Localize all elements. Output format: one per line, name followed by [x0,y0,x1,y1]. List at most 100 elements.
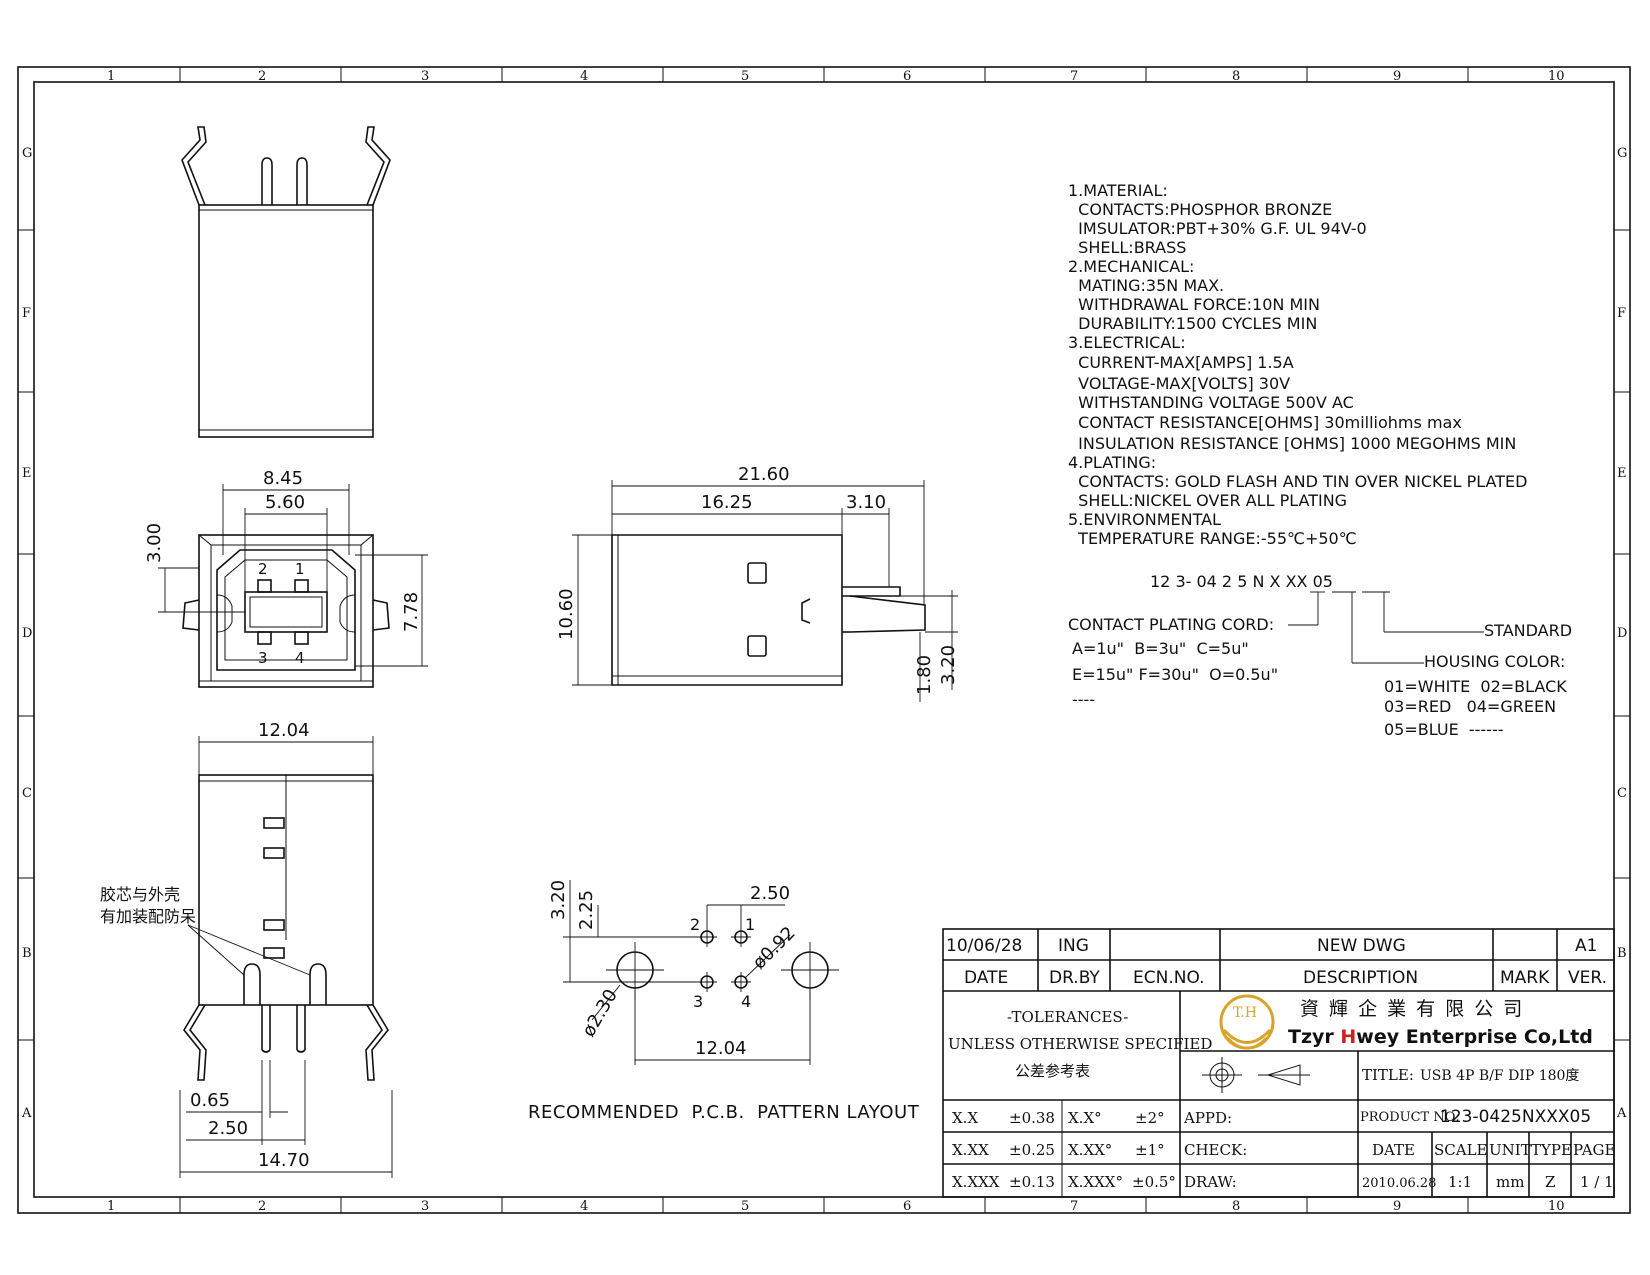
zone-col-5-bottom: 5 [741,1199,749,1214]
col-header-page: PAGE [1573,1141,1615,1159]
tol-row-2-angle-value: ±1° [1135,1141,1165,1159]
pcb-pin-3: 3 [693,992,703,1011]
dim-7-78: 7.78 [401,592,422,632]
zone-row-g: G [22,146,32,161]
company-logo: T.H [1219,994,1275,1050]
note-line-17: SHELL:NICKEL OVER ALL PLATING [1068,491,1347,510]
dim-5-60: 5.60 [265,492,305,513]
title-block: 10/06/28 ING NEW DWG A1 DATE DR.BY ECN.N… [942,928,1615,1198]
zone-row-e: E [22,466,32,481]
dim-3-00: 3.00 [144,523,165,563]
tol-row-3-value: ±0.13 [1009,1173,1055,1191]
header-description: DESCRIPTION [1303,968,1418,988]
zone-col-2-bottom: 2 [258,1199,266,1214]
chinese-note-line-2: 有加装配防呆 [100,907,196,926]
zone-row-d-right: D [1617,626,1627,641]
zone-col-3: 3 [421,69,429,84]
zone-row-c-right: C [1617,786,1627,801]
zone-col-4-bottom: 4 [580,1199,588,1214]
company-name-en-h: H [1340,1026,1356,1048]
chinese-note-line-1: 胶芯与外壳 [100,885,180,904]
note-line-5: 2.MECHANICAL: [1068,257,1194,276]
note-line-18: 5.ENVIRONMENTAL [1068,510,1221,529]
zone-col-8-bottom: 8 [1232,1199,1240,1214]
title-label: TITLE: [1362,1066,1414,1084]
value-unit: mm [1496,1173,1524,1191]
housing-colors-3: 05=BLUE ------ [1384,720,1504,739]
dim-pcb-2-50: 2.50 [750,883,790,904]
approved-label: APPD: [1183,1109,1232,1127]
zone-col-6-bottom: 6 [903,1199,911,1214]
rev-date: 10/06/28 [946,936,1022,956]
zone-row-d: D [22,626,32,641]
zone-row-f-right: F [1617,306,1626,321]
bottom-view: 12.04 0.65 2.50 14.70 胶芯与外壳 有加装配防呆 [100,720,393,1178]
zone-row-a: A [21,1106,32,1121]
zone-row-b-right: B [1617,946,1627,961]
dim-pcb-3-20: 3.20 [548,880,569,920]
dim-0-65: 0.65 [190,1090,230,1111]
note-line-11: VOLTAGE-MAX[VOLTS] 30V [1068,374,1290,393]
dim-21-60: 21.60 [738,464,790,485]
note-line-13: CONTACT RESISTANCE[OHMS] 30milliohms max [1068,413,1462,432]
tol-row-1-angle-value: ±2° [1135,1109,1165,1127]
note-line-4: SHELL:BRASS [1068,238,1186,257]
header-ecn: ECN.NO. [1133,968,1205,988]
dim-8-45: 8.45 [263,468,303,489]
value-scale: 1:1 [1448,1173,1472,1191]
tol-row-1-format: X.X [952,1109,978,1127]
pcb-pin-4: 4 [741,992,751,1011]
tol-row-3-angle: X.XXX° [1068,1173,1123,1191]
dim-3-20: 3.20 [938,645,959,685]
zone-row-g-right: G [1617,146,1627,161]
tolerances-cn: 公差参考表 [1015,1062,1090,1080]
top-view [181,126,391,438]
plating-dash: ---- [1072,690,1095,709]
rev-drby: ING [1058,936,1089,956]
zone-col-9: 9 [1393,69,1401,84]
zone-col-2: 2 [258,69,266,84]
header-mark: MARK [1500,968,1550,988]
housing-color-label: HOUSING COLOR: [1424,652,1565,671]
housing-colors-2: 03=RED 04=GREEN [1384,697,1556,716]
tol-row-3-angle-value: ±0.5° [1132,1173,1176,1191]
pcb-pin-1: 1 [745,915,755,934]
product-no-label: PRODUCT NO: [1360,1110,1460,1125]
company-name-cn: 資 輝 企 業 有 限 公 司 [1300,998,1524,1020]
title-value: USB 4P B/F DIP 180度 [1420,1068,1579,1084]
header-version: VER. [1568,968,1607,988]
plating-options-1: A=1u" B=3u" C=5u" [1072,639,1249,658]
zone-col-5: 5 [741,69,749,84]
zone-row-f: F [22,306,31,321]
note-line-10: CURRENT-MAX[AMPS] 1.5A [1068,353,1294,372]
zone-row-e-right: E [1617,466,1627,481]
pin-label-3: 3 [258,649,268,667]
product-no-value: 123-0425NXXX05 [1440,1107,1591,1127]
note-line-1: 1.MATERIAL: [1068,181,1168,200]
tol-row-3-format: X.XXX [952,1173,1000,1191]
note-line-15: 4.PLATING: [1068,453,1156,472]
value-page: 1 / 1 [1580,1173,1614,1191]
note-line-12: WITHSTANDING VOLTAGE 500V AC [1068,393,1354,412]
zone-col-8: 8 [1232,69,1240,84]
rev-version: A1 [1575,936,1597,956]
tol-row-2-angle: X.XX° [1068,1141,1112,1159]
note-line-19: TEMPERATURE RANGE:-55℃+50℃ [1068,529,1357,548]
value-type: Z [1545,1173,1555,1191]
zone-col-7-bottom: 7 [1070,1199,1078,1214]
dim-3-10: 3.10 [846,492,886,513]
dim-16-25: 16.25 [701,492,753,513]
note-line-8: DURABILITY:1500 CYCLES MIN [1068,314,1317,333]
dim-pcb-2-25: 2.25 [576,890,597,930]
pcb-caption: RECOMMENDED P.C.B. PATTERN LAYOUT [528,1102,920,1123]
housing-colors-1: 01=WHITE 02=BLACK [1384,677,1567,696]
note-line-9: 3.ELECTRICAL: [1068,333,1186,352]
col-header-scale: SCALE [1434,1141,1488,1159]
header-drby: DR.BY [1049,968,1100,988]
zone-col-7: 7 [1070,69,1078,84]
dim-12-04-bottom: 12.04 [258,720,310,741]
rev-description: NEW DWG [1317,936,1406,956]
tol-row-1-value: ±0.38 [1009,1109,1055,1127]
col-header-date: DATE [1372,1141,1415,1159]
